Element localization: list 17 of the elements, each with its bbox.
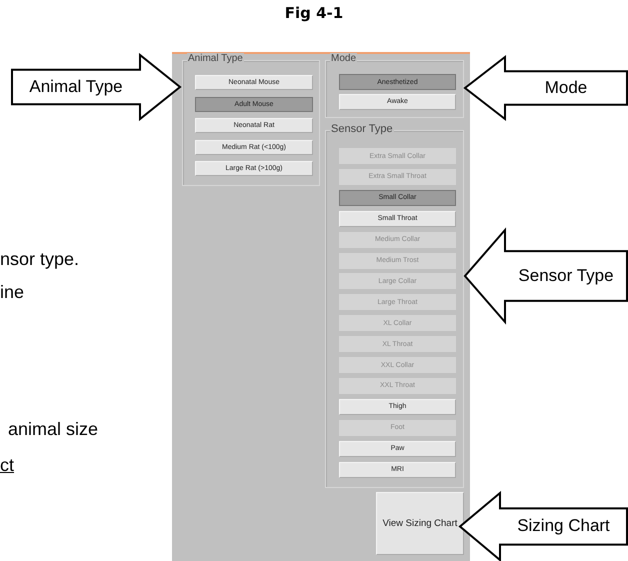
callout-arrow — [465, 57, 627, 119]
callout-label: Mode — [544, 76, 588, 99]
group-title: Animal Type — [187, 53, 244, 64]
body-text: animal size — [8, 419, 98, 441]
callout-label: Sensor Type — [517, 264, 615, 287]
body-text: ine — [0, 282, 24, 304]
callout-arrow — [12, 55, 180, 119]
figure-title: Fig 4-1 — [284, 4, 344, 24]
group-title: Sensor Type — [330, 123, 394, 135]
callout-label: Animal Type — [28, 76, 124, 98]
sizing-chart-button: View Sizing Chart — [376, 492, 464, 555]
callout-label: Sizing Chart — [516, 515, 611, 538]
group-title: Mode — [330, 53, 358, 64]
callout-arrow — [460, 493, 627, 560]
body-text: ct — [0, 455, 14, 477]
callout-arrow — [465, 230, 627, 322]
body-text: nsor type. — [0, 249, 80, 271]
